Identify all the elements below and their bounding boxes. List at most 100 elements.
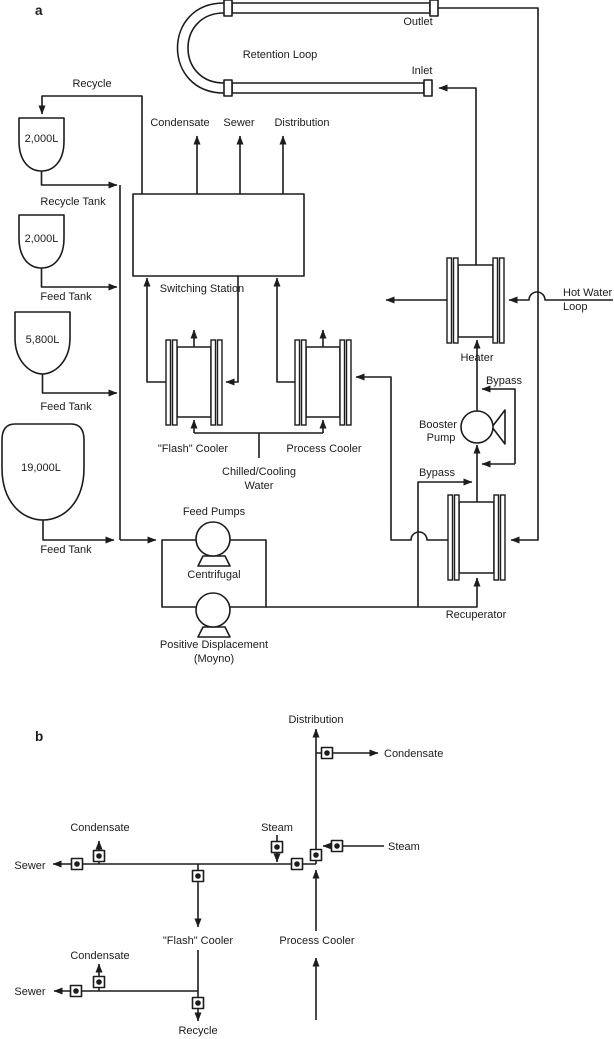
condensate-upper-label-b: Condensate bbox=[384, 748, 443, 760]
tank-name: Recycle Tank bbox=[40, 196, 106, 208]
switching-station-box bbox=[132, 193, 305, 277]
hot-water-loop-label-1: Hot Water bbox=[563, 287, 612, 299]
valve-steam-left bbox=[270, 840, 284, 854]
bypass-upper-label: Bypass bbox=[486, 375, 523, 387]
pipes-panel-a bbox=[38, 7, 613, 608]
retention-loop-label: Retention Loop bbox=[243, 49, 318, 61]
valve-dot bbox=[73, 988, 79, 994]
valve-dot bbox=[313, 852, 319, 858]
pump-base bbox=[197, 555, 231, 567]
valve-dot bbox=[274, 844, 280, 850]
tank-capacity: 2,000L bbox=[25, 133, 59, 145]
retention-ubend-inner bbox=[187, 12, 225, 84]
flange bbox=[223, 79, 233, 97]
pipe-feed-tank2-outlet bbox=[40, 268, 118, 291]
pipe-heater-to-inlet bbox=[438, 84, 477, 265]
pipe-flash-cooler-to-station bbox=[143, 277, 166, 383]
pump-circle bbox=[195, 521, 231, 557]
steam-right-label-b: Steam bbox=[388, 841, 420, 853]
sewer-lower-label-b: Sewer bbox=[14, 986, 46, 998]
bypass-lower-label: Bypass bbox=[419, 467, 456, 479]
retention-tube-bottom bbox=[231, 82, 425, 94]
flange bbox=[429, 0, 439, 17]
pipe-booster-bypass-top bbox=[481, 385, 516, 464]
hx-plate bbox=[447, 494, 454, 581]
pipe-recuperator-bypass bbox=[417, 478, 473, 607]
hx-plate bbox=[453, 494, 460, 581]
retention-tube-top bbox=[231, 2, 431, 14]
tank-body bbox=[1, 423, 85, 521]
valve-distribution-line bbox=[309, 848, 323, 862]
booster-pump-label-1: Booster bbox=[419, 419, 457, 431]
valve-sewer-upper-right bbox=[290, 857, 304, 871]
hx-plate bbox=[165, 339, 172, 426]
centrifugal-label: Centrifugal bbox=[187, 569, 240, 581]
pipe-outlet-to-recuperator bbox=[438, 7, 539, 544]
recuperator-hx: Recuperator bbox=[446, 494, 507, 621]
recuperator-label: Recuperator bbox=[446, 609, 507, 621]
moyno-pump bbox=[195, 592, 231, 638]
feed-pumps: Feed Pumps Centrifugal Positive Displace… bbox=[160, 506, 268, 665]
valve-dot bbox=[294, 861, 300, 867]
process-cooler-hx: Process Cooler bbox=[286, 339, 362, 455]
hx-plate bbox=[499, 494, 506, 581]
process-cooler-label-b: Process Cooler bbox=[279, 935, 355, 947]
hx-plate bbox=[300, 339, 307, 426]
flange bbox=[423, 79, 433, 97]
valve-dot bbox=[74, 861, 80, 867]
distribution-label-b: Distribution bbox=[288, 714, 343, 726]
outlet-label: Outlet bbox=[403, 16, 432, 28]
retention-loop: Retention Loop Outlet Inlet bbox=[176, 0, 439, 97]
heater-label: Heater bbox=[460, 352, 493, 364]
booster-pump: Booster Pump bbox=[419, 409, 506, 445]
tank-capacity: 19,000L bbox=[21, 462, 61, 474]
distribution-label: Distribution bbox=[274, 117, 329, 129]
tank-recycle: 2,000L Recycle Tank bbox=[18, 117, 106, 208]
hx-plate bbox=[216, 339, 223, 426]
chilled-water-label-2: Water bbox=[245, 480, 274, 492]
switching-station-label: Switching Station bbox=[160, 283, 244, 295]
hx-plate bbox=[493, 494, 500, 581]
tank-body bbox=[14, 311, 71, 375]
valve-condensate-lower-branch bbox=[92, 975, 106, 989]
pipe-process-cooler-to-station bbox=[273, 277, 295, 383]
valve-dot bbox=[334, 843, 340, 849]
pump-circle bbox=[195, 592, 231, 628]
condensate-label: Condensate bbox=[150, 117, 209, 129]
hx-plate bbox=[345, 339, 352, 426]
pipe-feed-tank4-outlet bbox=[42, 520, 115, 544]
condensate-lower-label-b: Condensate bbox=[70, 950, 129, 962]
hx-body bbox=[458, 501, 495, 574]
positive-displacement-label-1: Positive Displacement bbox=[160, 639, 268, 651]
hx-plate bbox=[498, 257, 505, 344]
valve-dot bbox=[195, 1000, 201, 1006]
steam-left-label-b: Steam bbox=[261, 822, 293, 834]
chilled-water-label-1: Chilled/Cooling bbox=[222, 466, 296, 478]
hx-body bbox=[305, 346, 341, 418]
flash-cooler-hx: "Flash" Cooler bbox=[158, 339, 228, 455]
valves-panel-b bbox=[69, 746, 344, 1010]
sewer-label: Sewer bbox=[223, 117, 255, 129]
valve-recycle-drop bbox=[191, 996, 205, 1010]
pipe-hot-water-supply bbox=[508, 291, 613, 304]
tank-name: Feed Tank bbox=[40, 401, 92, 413]
flange bbox=[223, 0, 233, 17]
panel-b: b bbox=[14, 714, 443, 1037]
retention-ubend-outer bbox=[176, 2, 225, 94]
process-cooler-label: Process Cooler bbox=[286, 443, 362, 455]
positive-displacement-label-2: (Moyno) bbox=[194, 653, 234, 665]
hx-plate bbox=[446, 257, 453, 344]
booster-pump-label-2: Pump bbox=[427, 432, 456, 444]
condensate-upper-branch-label-b: Condensate bbox=[70, 822, 129, 834]
tank-feed-19000: 19,000L Feed Tank bbox=[1, 423, 92, 556]
pump-circle bbox=[460, 410, 494, 444]
sewer-upper-label-b: Sewer bbox=[14, 860, 46, 872]
heater-hx: Heater bbox=[446, 257, 505, 364]
pump-outlet-triangle bbox=[491, 409, 506, 445]
hx-plate bbox=[294, 339, 301, 426]
valve-sewer-lower bbox=[69, 984, 83, 998]
recycle-label: Recycle bbox=[72, 78, 111, 90]
pipe-feed-tank3-outlet bbox=[41, 374, 118, 397]
